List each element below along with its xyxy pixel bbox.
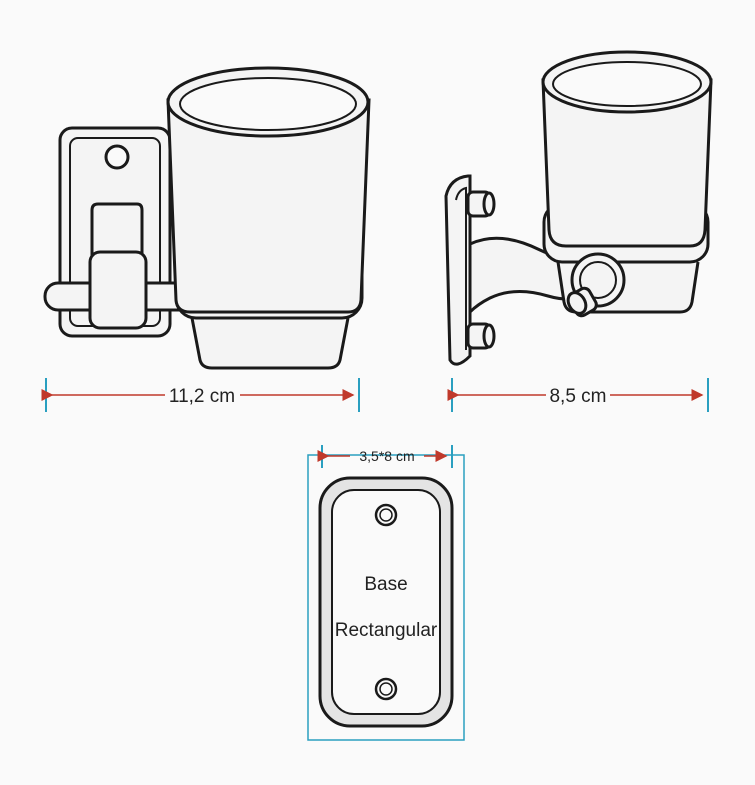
- base-screw-hole-bottom: [374, 677, 398, 701]
- base-label-line1: Base: [364, 574, 407, 595]
- side-dimension: 8,5 cm: [447, 378, 709, 412]
- front-screw-hole: [104, 144, 130, 170]
- front-bracket-knob: [88, 250, 148, 330]
- side-view: [444, 50, 713, 366]
- base-size-label: 3,5*8 cm: [359, 448, 414, 464]
- side-wall-plate-inner: [455, 186, 467, 350]
- front-dimension: 11,2 cm: [41, 378, 360, 412]
- side-joint-pin-head: [566, 291, 588, 315]
- base-frame: [307, 454, 465, 741]
- front-cup-body: [166, 98, 371, 314]
- front-bracket-block: [90, 202, 144, 260]
- base-label-line2: Rectangular: [335, 620, 438, 641]
- side-cup-rim-inner: [552, 61, 702, 107]
- base-screw-hole-bottom-inner: [379, 682, 393, 696]
- side-depth-label: 8,5 cm: [549, 386, 606, 407]
- base-view: Base Rectangular: [307, 454, 465, 741]
- front-view: [43, 66, 371, 370]
- base-screw-hole-top: [374, 503, 398, 527]
- side-screw-top-head: [482, 191, 496, 217]
- side-cup-body: [541, 78, 713, 248]
- base-plate-inner: [331, 489, 441, 715]
- base-screw-hole-top-inner: [379, 508, 393, 522]
- front-width-label: 11,2 cm: [169, 386, 235, 407]
- base-dimension: 3,5*8 cm: [317, 445, 453, 468]
- front-cup-lower: [190, 317, 350, 370]
- side-screw-bottom-head: [482, 323, 496, 349]
- front-cup-rim-inner: [179, 77, 357, 131]
